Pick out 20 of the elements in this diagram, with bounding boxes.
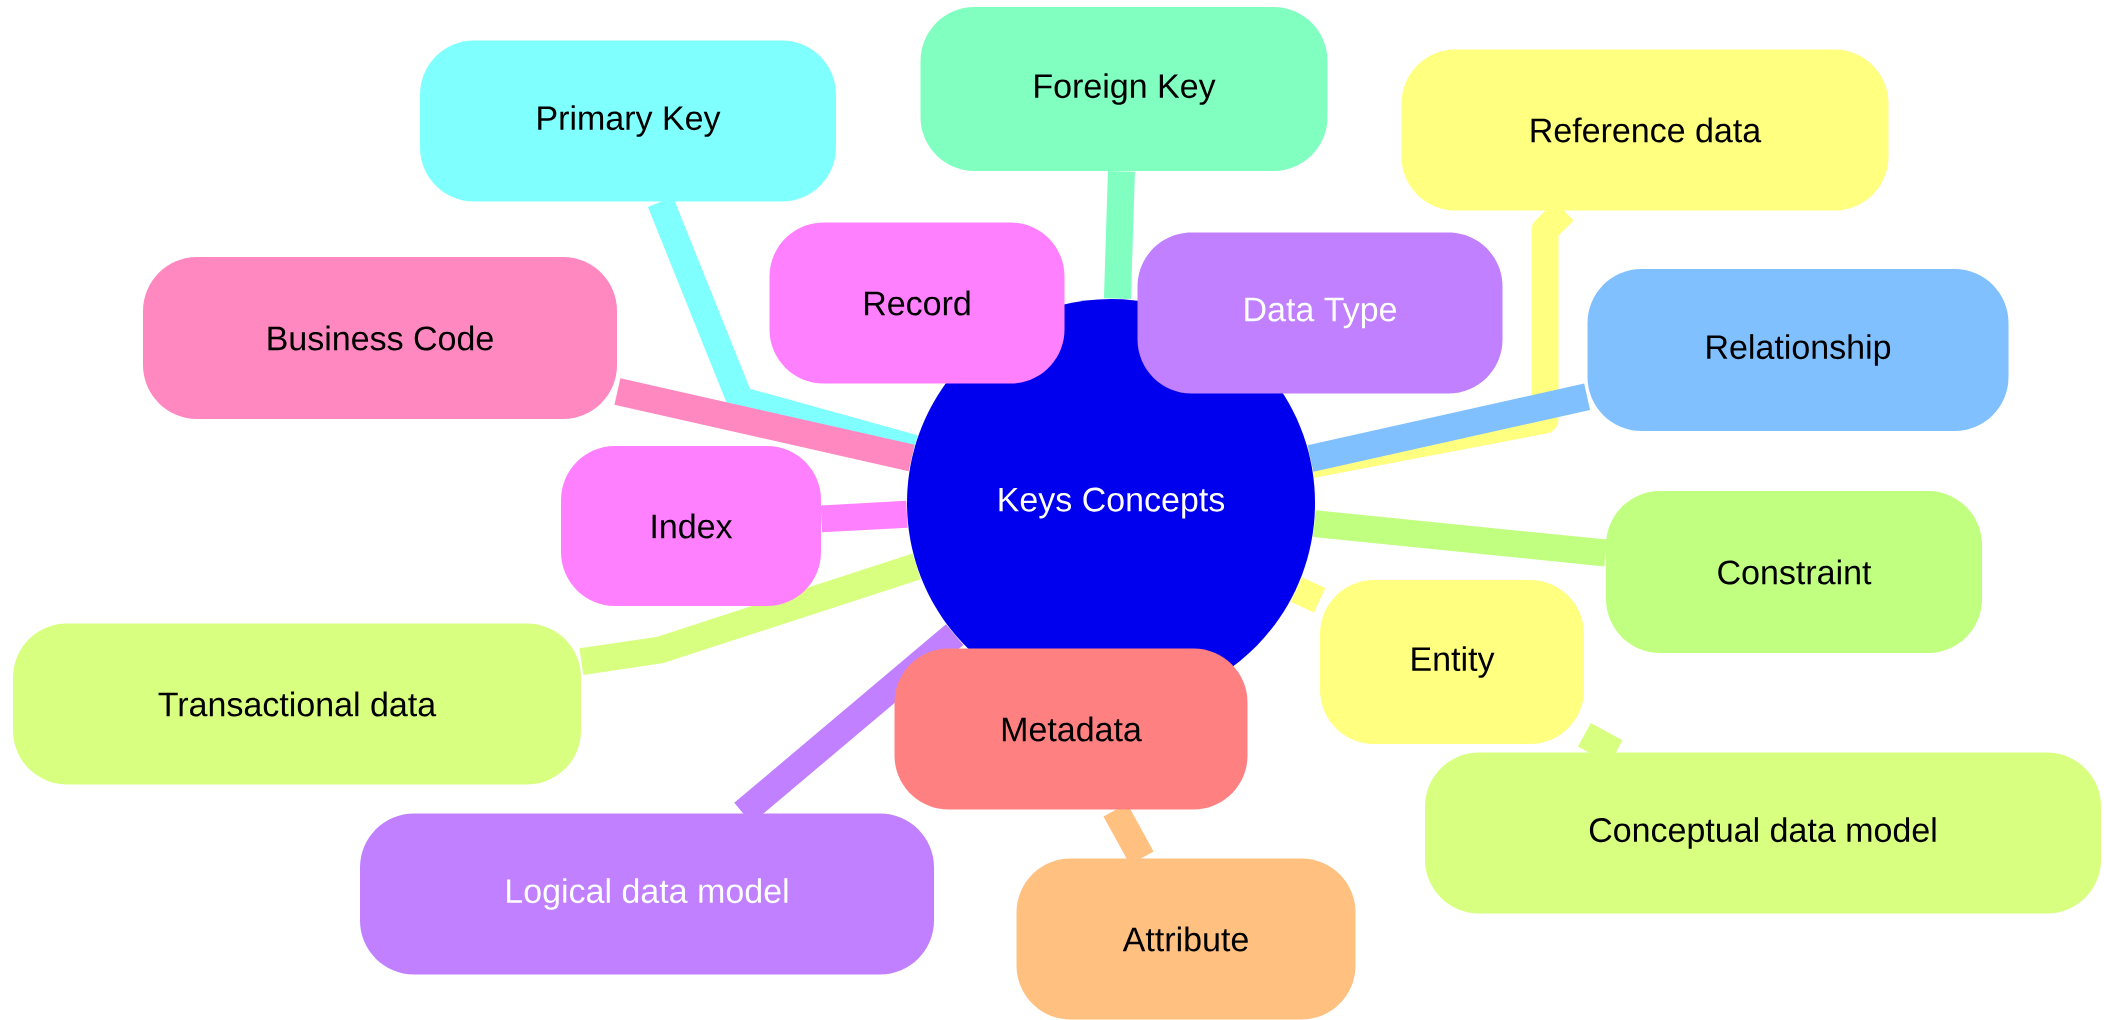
branch-line [1313, 510, 1607, 567]
branch-line [614, 378, 915, 472]
topic-box: Relationship [1587, 269, 2009, 431]
topic-box: Attribute [1016, 858, 1356, 1020]
topic-box: Transactional data [13, 623, 581, 785]
topic-box: Conceptual data model [1425, 752, 2101, 914]
topic-box: Data Type [1137, 232, 1503, 394]
topic-box: Reference data [1401, 49, 1889, 211]
topic-box: Record [769, 222, 1065, 384]
topic-box: Index [561, 446, 821, 606]
topic-box: Logical data model [360, 813, 934, 975]
branch-line [1290, 577, 1326, 613]
topic-box: Constraint [1606, 491, 1982, 653]
branch-line [1103, 170, 1135, 300]
topic-box: Primary Key [420, 40, 836, 202]
topic-box: Entity [1320, 580, 1584, 744]
topic-box: Metadata [894, 648, 1248, 810]
branch-line [1307, 383, 1591, 472]
topic-box: Foreign Key [920, 7, 1328, 171]
topic-box: Business Code [143, 257, 617, 419]
